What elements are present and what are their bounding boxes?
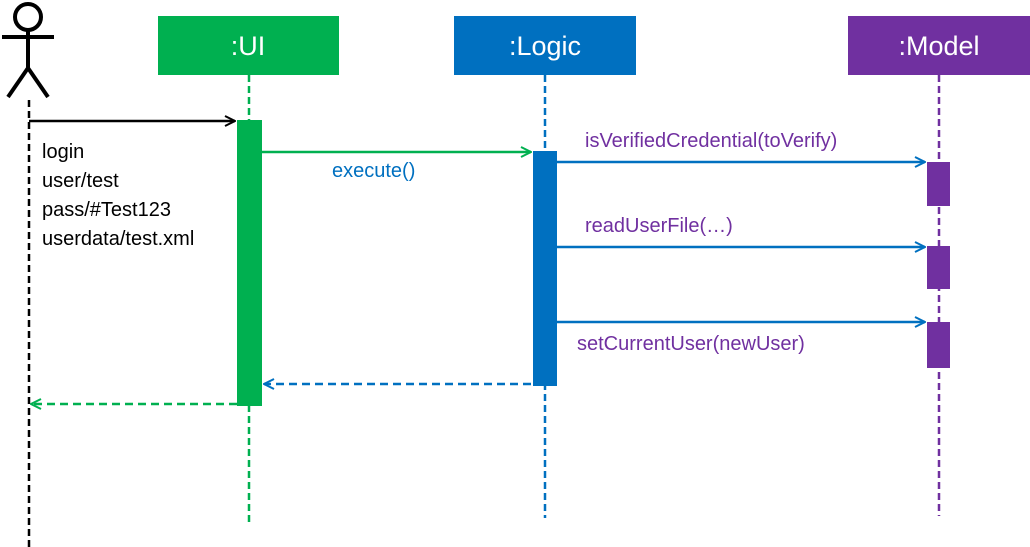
model-activation-bar-2 — [927, 246, 950, 289]
execute-label: execute() — [332, 160, 415, 182]
participant-model-box — [848, 16, 1030, 75]
logic-activation-bar — [533, 151, 557, 386]
user-command-line-1: login — [42, 141, 84, 163]
participant-logic-box — [454, 16, 636, 75]
set-current-user-label: setCurrentUser(newUser) — [577, 333, 805, 355]
participant-model: :Model — [848, 16, 1030, 75]
participant-ui-box — [158, 16, 339, 75]
participant-logic-label: :Logic — [509, 31, 581, 61]
participant-ui: :UI — [158, 16, 339, 75]
participant-ui-label: :UI — [231, 31, 266, 61]
user-command-text: login user/test pass/#Test123 userdata/t… — [42, 141, 194, 250]
user-command-line-4: userdata/test.xml — [42, 228, 194, 250]
model-activation-bar-1 — [927, 162, 950, 206]
read-user-file-label: readUserFile(…) — [585, 215, 733, 237]
model-activation-bar-3 — [927, 322, 950, 368]
is-verified-label: isVerifiedCredential(toVerify) — [585, 130, 837, 152]
user-command-line-3: pass/#Test123 — [42, 199, 171, 221]
ui-activation-bar — [237, 120, 262, 406]
participant-logic: :Logic — [454, 16, 636, 75]
actor-icon — [2, 2, 54, 99]
participant-model-label: :Model — [898, 31, 979, 61]
user-command-line-2: user/test — [42, 170, 119, 192]
